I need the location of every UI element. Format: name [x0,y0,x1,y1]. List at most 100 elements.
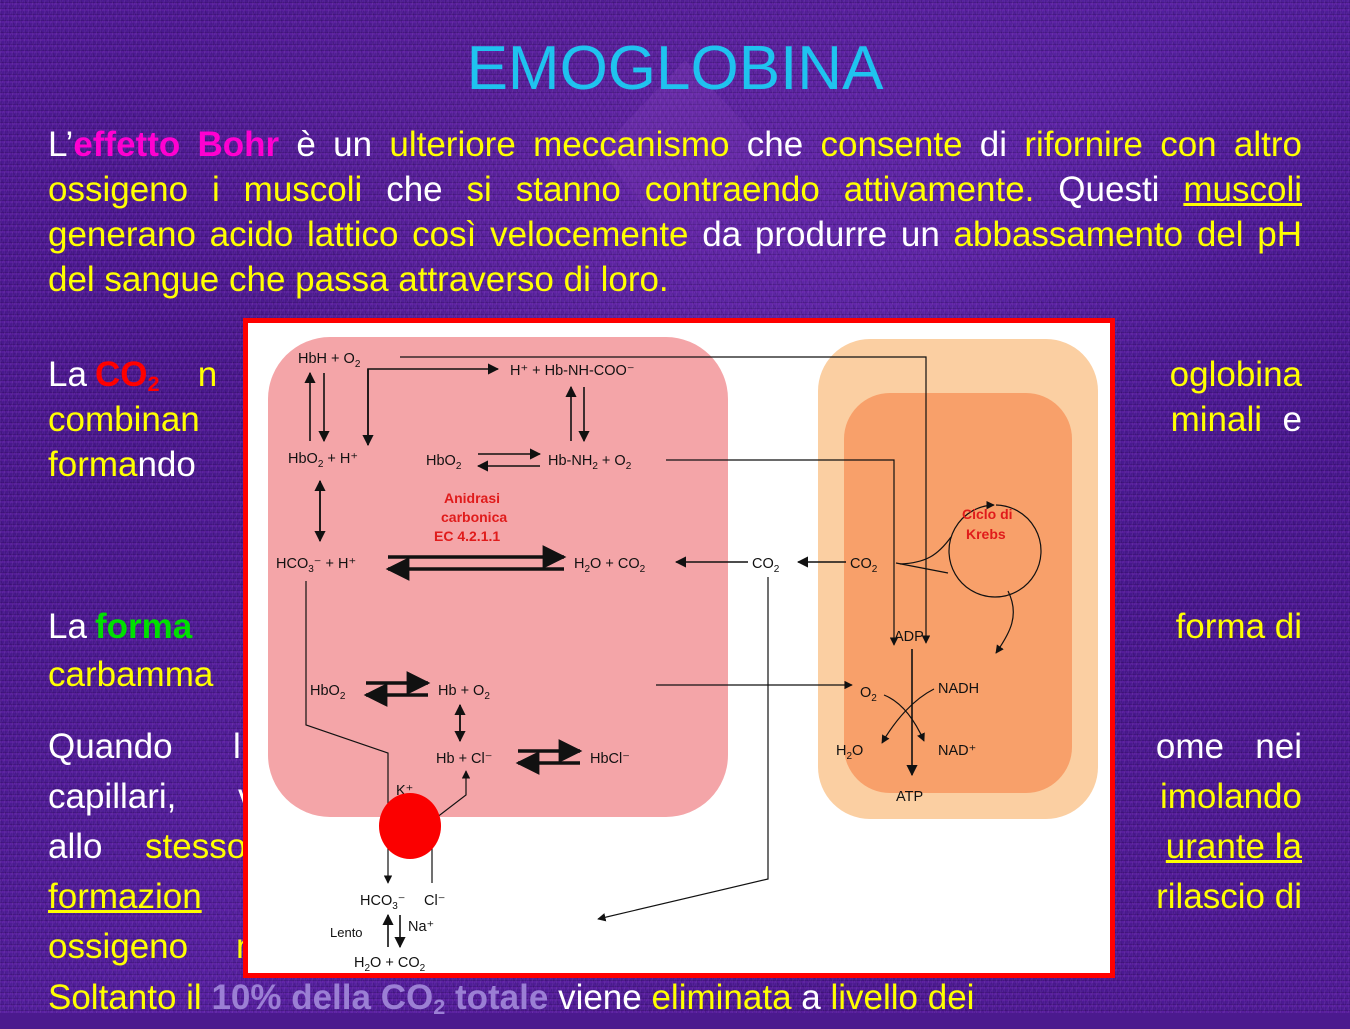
label-h2o-cell: H2O [836,743,863,762]
label-ciclo-line1: Ciclo di [962,506,1013,522]
p1-seg-e: che [729,125,821,164]
label-lento: Lento [330,925,363,940]
p5-seg-viene: viene [548,978,652,1017]
paragraph-bohr-effect: L’effetto Bohr è un ulteriore meccanismo… [48,122,1302,302]
label-nadh: NADH [938,681,979,697]
p5-seg-10-percent: 10% della CO2 totale [211,978,549,1019]
label-anidrasi-line2: carbonica [441,509,507,525]
p1-seg-m: generano [48,170,1312,254]
paragraph-carbamate-form: La forma forma di carbamma [48,604,1302,700]
mitochondrion-shape [844,393,1072,793]
p1-seg-s: che passa attraverso di loro. [219,260,669,299]
krebs-cycle-circle [948,500,1042,598]
label-hco3-bottom: HCO3⁻ [360,893,405,912]
p1-seg-p: velocemente [490,215,689,254]
gas-exchange-diagram: HbH + O2 HbO2 + H⁺ H⁺ + Hb-NH-COO⁻ [243,318,1115,978]
label-na-plus: Na⁺ [408,919,434,935]
label-hbo2-mid: HbO2 [426,453,462,472]
red-blood-cell-dot [379,793,441,859]
p2-frag-e: e [1272,400,1302,439]
paragraph-co2-transport: La CO2 n oglobina combinan minali e form… [48,352,1302,487]
krebs-nadh-branch [995,590,1014,654]
label-hbo2-low: HbO2 [310,683,346,702]
label-h2o-co2-mid: H2O + CO2 [574,556,646,575]
p4-frag-capillari: capillari, [48,777,187,816]
p5-seg-eliminata: eliminata [651,978,792,1017]
label-hbcl: HbCl⁻ [590,751,630,767]
p1-seg-o: così [398,215,491,254]
erythrocyte-shape [268,337,728,817]
p5-seg-livello-dei: livello dei [830,978,975,1017]
line-krebs-to-co2 [895,562,949,574]
p1-seg-g: di [962,125,1025,164]
krebs-co2-branch [899,536,952,565]
p2-frag-combinan: combinan [48,400,200,439]
label-hb-cl: Hb + Cl⁻ [436,751,492,767]
label-hco3-h: HCO3⁻ + H⁺ [276,556,356,575]
p1-seg-k: Questi [1034,170,1184,209]
label-hbo2-h: HbO2 + H⁺ [288,451,358,470]
label-anidrasi-line1: Anidrasi [444,490,500,506]
p2-frag-minali: minali [1170,400,1262,439]
p1-seg-a: L’ [48,125,74,164]
curve-o2-to-nad [883,694,925,742]
diagram-svg: HbH + O2 HbO2 + H⁺ H⁺ + Hb-NH-COO⁻ [268,337,1098,973]
p4-frag-ome: ome [1155,727,1224,766]
label-nad-plus: NAD⁺ [938,743,976,759]
p4-frag-rilascio-di: rilascio di [1156,877,1302,916]
p3-frag-forma: forma [95,607,193,646]
p3-frag-la: La [48,607,97,646]
p4-frag-stesso: stesso [145,827,247,866]
p2-frag-la: La [48,355,97,394]
paragraph-capillaries: Quando l ome nei capillari, v imolando a… [48,724,1302,974]
p1-seg-c: è un [279,125,390,164]
label-hb-o2-low: Hb + O2 [438,683,490,702]
p4-frag-quando: Quando [48,727,183,766]
paragraph-ten-percent: Soltanto il 10% della CO2 totale viene e… [48,975,1302,1029]
curve-nadh-to-h2o [881,688,935,744]
line-cl-in [431,770,471,883]
label-o2-cell: O2 [860,685,877,704]
label-co2-gap: CO2 [752,556,780,575]
line-hbh-to-cell [400,356,931,644]
label-atp: ATP [896,789,923,805]
p1-seg-q: da produrre un [688,215,954,254]
p1-seg-i: che [362,170,467,209]
p1-seg-d: ulteriore meccanismo [389,125,730,164]
p1-seg-r: abbassamento del pH del sangue [48,215,1312,299]
label-anidrasi-line3: EC 4.2.1.1 [434,528,500,544]
p5-seg-a: a [791,978,831,1017]
line-co2-gap-to-bottom [597,577,769,922]
p1-seg-n: acido lattico [209,215,399,254]
label-hbh-o2: HbH + O2 [298,351,361,370]
p2-frag-c: n [188,355,218,394]
p4-frag-allo: allo [48,827,113,866]
p5-seg-soltanto: Soltanto il [48,978,212,1017]
label-cl-bottom: Cl⁻ [424,893,445,909]
p1-seg-muscoli-underlined: muscoli [1183,170,1302,209]
p2-frag-formando: formando [48,445,196,484]
line-hbnh2-to-cell [666,459,899,646]
p1-seg-h: rifornire con altro ossigeno i muscoli [48,125,1312,209]
p4-frag-nei: nei [1245,727,1302,766]
page-title: EMOGLOBINA [466,34,884,103]
diagram-canvas: HbH + O2 HbO2 + H⁺ H⁺ + Hb-NH-COO⁻ [248,323,1110,973]
p4-frag-urante-la: urante la [1165,827,1302,866]
p1-seg-j: si stanno contraendo attivamente. [466,170,1035,209]
label-hb-nh2-o2: Hb-NH2 + O2 [548,453,632,472]
p1-seg-f: consente [820,125,963,164]
p2-frag-co2: CO2 [95,355,160,396]
p3-frag-carbamma: carbamma [48,655,214,694]
label-h2o-co2-bottom: H2O + CO2 [354,955,426,973]
label-h-hb-nh-coo: H⁺ + Hb-NH-COO⁻ [510,363,634,379]
p4-frag-l: l [233,727,241,766]
p4-frag-imolando: imolando [1159,777,1302,816]
p1-seg-effetto-bohr: effetto Bohr [73,125,280,164]
p4-frag-formazion: formazion [48,877,202,916]
label-adp: ADP [894,629,924,645]
p3-frag-forma-di: forma di [1165,607,1302,646]
p2-frag-oglobina: oglobina [1169,355,1302,394]
label-co2-cell: CO2 [850,556,878,575]
p4-frag-ossigeno: ossigeno [48,927,198,966]
